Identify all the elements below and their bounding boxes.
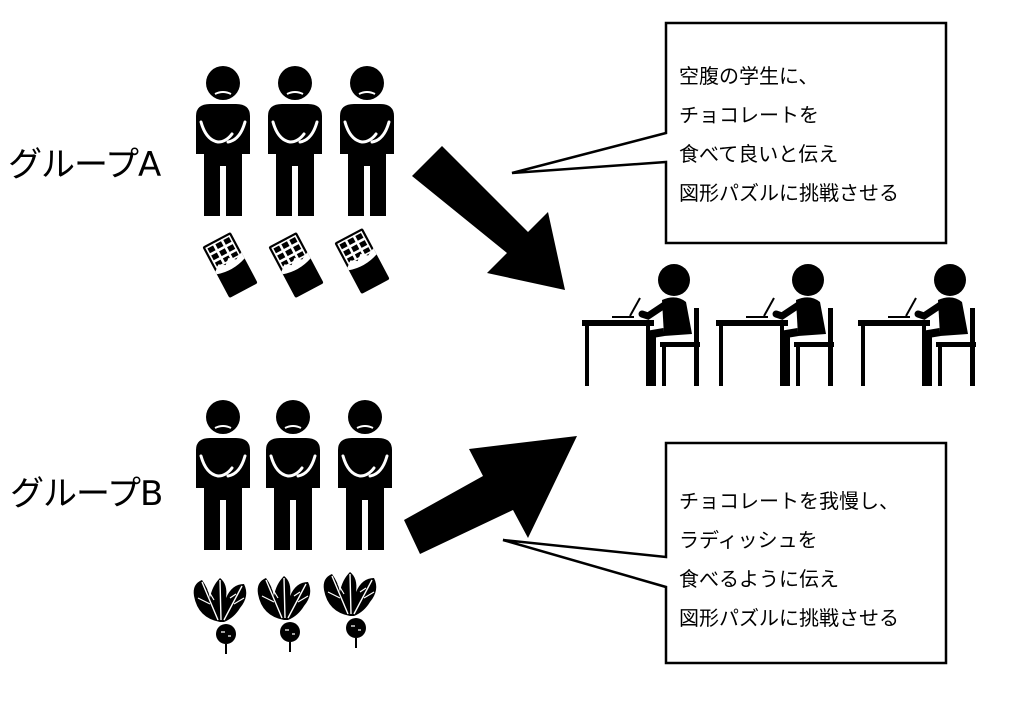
group-a-instructions: 空腹の学生に、 チョコレートを 食べて良いと伝え 図形パズルに挑戦させる (679, 57, 899, 213)
group-a-label: グループA (8, 145, 161, 185)
group-b-label: グループB (10, 474, 163, 514)
instruction-line: 食べて良いと伝え (679, 142, 839, 166)
instruction-line: 図形パズルに挑戦させる (679, 606, 899, 630)
instruction-line: チョコレートを我慢し、 (679, 489, 899, 513)
instruction-line: 食べるように伝え (679, 567, 839, 591)
instruction-line: 空腹の学生に、 (679, 64, 819, 88)
instruction-line: ラディッシュを (679, 528, 818, 552)
instruction-line: チョコレートを (679, 103, 819, 127)
group-b-instructions: チョコレートを我慢し、 ラディッシュを 食べるように伝え 図形パズルに挑戦させる (679, 482, 899, 638)
instruction-line: 図形パズルに挑戦させる (679, 181, 899, 205)
